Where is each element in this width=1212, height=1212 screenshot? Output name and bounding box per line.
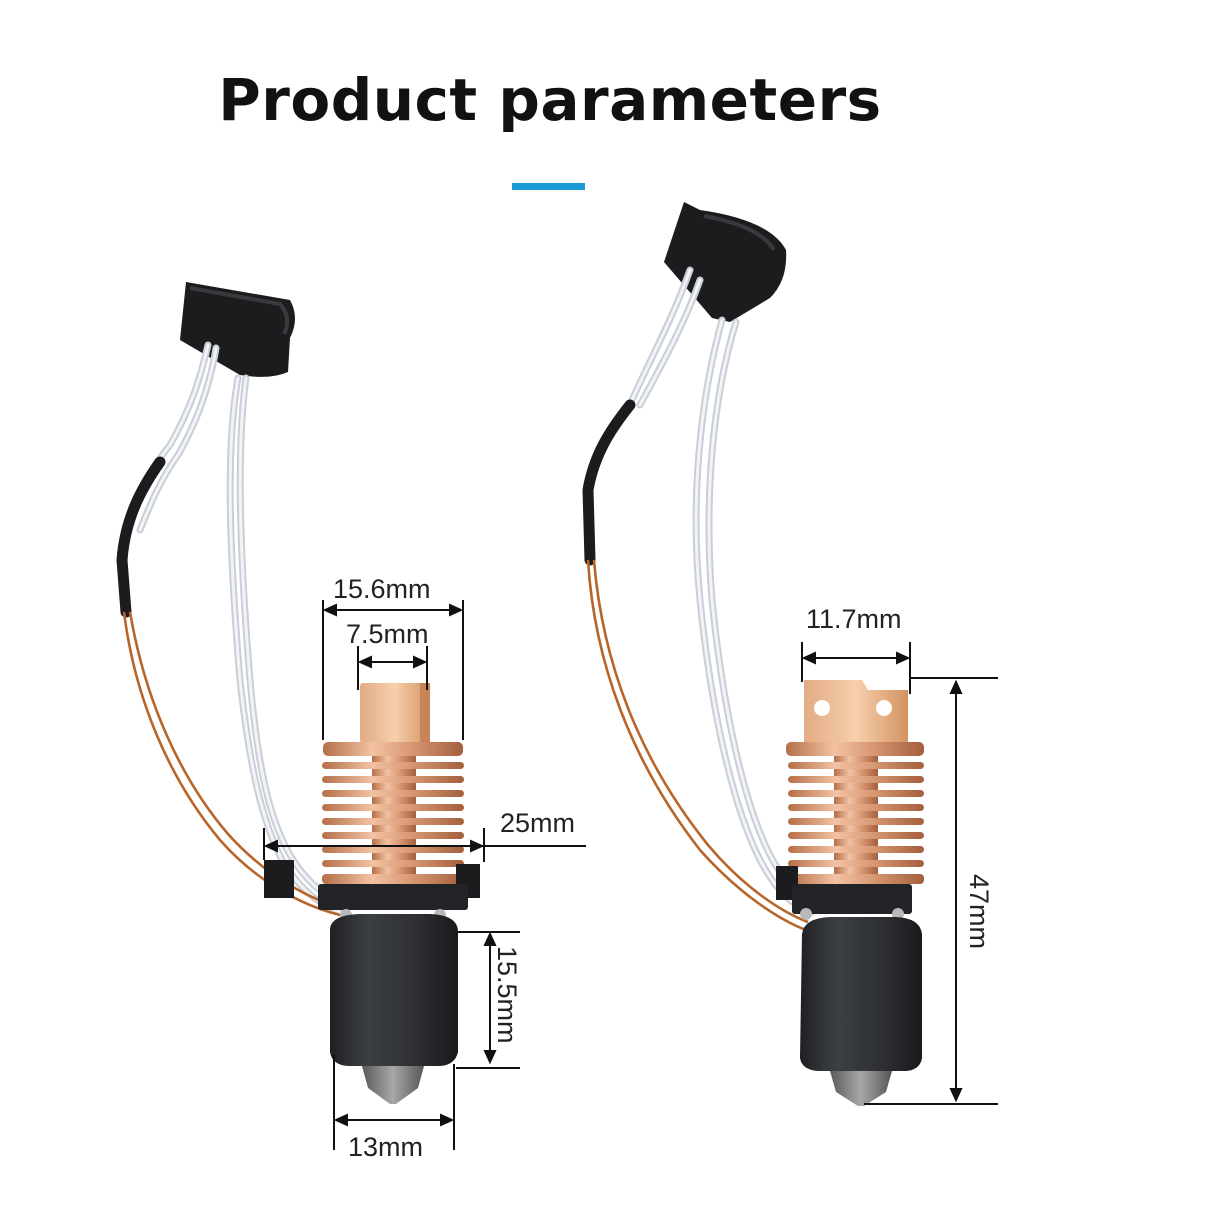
left-heatsink-top [323, 742, 463, 756]
left-wire-sleeve [116, 456, 166, 618]
left-dimensions [263, 600, 586, 1150]
right-heatsink-top [786, 742, 924, 756]
right-connector [664, 202, 787, 322]
left-fin-width-label: 25mm [500, 808, 575, 838]
left-heatbreak-block [360, 683, 430, 743]
left-top-width-label: 15.6mm [333, 574, 431, 604]
title-accent-bar [512, 183, 585, 190]
right-nozzle [830, 1071, 892, 1106]
left-heatsink-fins [322, 756, 464, 884]
right-copper-wires [586, 559, 809, 932]
left-nozzle [362, 1066, 424, 1104]
right-hotend [582, 202, 924, 1106]
right-heatsink-fins [788, 756, 924, 884]
left-silicone-sock [330, 914, 458, 1066]
left-connector [180, 282, 295, 377]
right-silicone-sock [800, 917, 922, 1071]
right-wire-sleeve [582, 399, 636, 566]
page-title: Product parameters [218, 66, 882, 134]
left-heatbreak-width-label: 7.5mm [346, 619, 429, 649]
left-sock-height-label: 15.5mm [492, 946, 522, 1044]
left-white-wires [124, 341, 349, 916]
left-sock-width-label: 13mm [348, 1132, 423, 1162]
right-top-width-label: 11.7mm [806, 604, 902, 634]
right-white-wires [628, 266, 822, 916]
right-dimensions [801, 642, 998, 1105]
right-mount-flange [804, 680, 908, 742]
left-hotend [116, 282, 480, 1104]
left-copper-wires [122, 611, 343, 917]
right-total-height-label: 47mm [964, 874, 994, 949]
